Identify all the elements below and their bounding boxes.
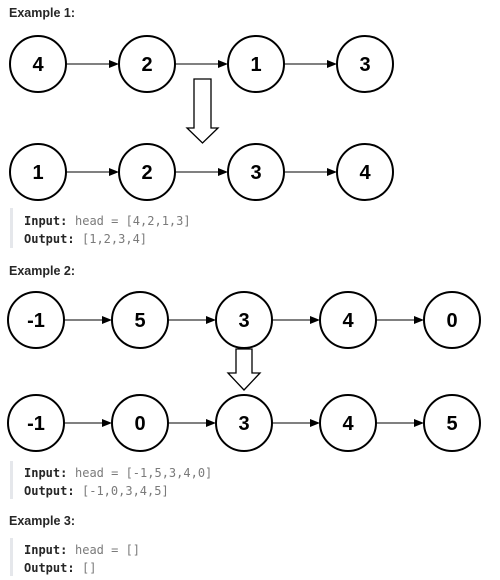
example-1-title: Example 1: bbox=[9, 6, 75, 20]
example-1-after-node-circle bbox=[118, 143, 176, 201]
example-1-before-node-circle bbox=[9, 35, 67, 93]
example-2-before-node: -1 bbox=[7, 291, 65, 349]
example-1-before-node: 4 bbox=[9, 35, 67, 93]
example-2-before-node-value: 3 bbox=[238, 310, 249, 332]
example-1-io-bar bbox=[10, 208, 13, 248]
example-2-after-node-circle bbox=[7, 394, 65, 452]
example-1-before-node-circle bbox=[336, 35, 394, 93]
example-3: Example 3: Input: head = [] Output: [] bbox=[9, 514, 140, 576]
example-2-before-node: 4 bbox=[319, 291, 377, 349]
example-1-before-next-arrow-icon bbox=[284, 60, 337, 68]
example-2-before-node-value: 4 bbox=[342, 310, 354, 332]
example-1-after-node-value: 3 bbox=[250, 162, 261, 184]
example-1-after-node: 2 bbox=[118, 143, 176, 201]
example-1-after-node: 4 bbox=[336, 143, 394, 201]
example-3-output-value: [] bbox=[82, 561, 96, 575]
example-2-io-bar bbox=[10, 461, 13, 499]
example-3-output-label: Output: bbox=[24, 561, 75, 575]
example-1-before-node: 3 bbox=[336, 35, 394, 93]
example-3-input-label: Input: bbox=[24, 543, 67, 557]
example-2-after-node: 0 bbox=[111, 394, 169, 452]
example-1-after-next-arrow-icon bbox=[66, 168, 119, 176]
example-2-after-node: 4 bbox=[319, 394, 377, 452]
example-1-before-node: 2 bbox=[118, 35, 176, 93]
example-2-before-node-value: 0 bbox=[446, 310, 457, 332]
example-2-after-node-circle bbox=[111, 394, 169, 452]
example-1: Example 1: 4 2 1 3 1 2 3 4 Input: head = [4,2,… bbox=[9, 6, 394, 248]
example-1-after-node-circle bbox=[336, 143, 394, 201]
example-2-after-next-arrow-icon bbox=[376, 419, 424, 427]
example-1-after-node-circle bbox=[227, 143, 285, 201]
example-2-after-node-value: 3 bbox=[238, 413, 249, 435]
example-2-after-node-value: 5 bbox=[446, 413, 457, 435]
example-1-before-next-arrow-icon bbox=[175, 60, 228, 68]
example-2-before-node-value: -1 bbox=[27, 310, 45, 332]
example-1-output-value: [1,2,3,4] bbox=[82, 232, 147, 246]
example-2-after-node-circle bbox=[423, 394, 481, 452]
example-2-before-next-arrow-icon bbox=[376, 316, 424, 324]
example-2-before-node-circle bbox=[423, 291, 481, 349]
example-2-after-node: 5 bbox=[423, 394, 481, 452]
example-2-after-node-value: 4 bbox=[342, 413, 354, 435]
example-2-after-node-value: -1 bbox=[27, 413, 45, 435]
example-2-before-node-circle bbox=[111, 291, 169, 349]
example-2-before-node: 3 bbox=[215, 291, 273, 349]
example-1-before-node-value: 4 bbox=[32, 54, 44, 76]
example-3-io-bar bbox=[10, 538, 13, 576]
example-1-before-node-value: 3 bbox=[359, 54, 370, 76]
example-2-input-value: head = [-1,5,3,4,0] bbox=[75, 466, 212, 480]
example-2-after-node-circle bbox=[215, 394, 273, 452]
example-1-after-node-value: 4 bbox=[359, 162, 371, 184]
example-1-before-node-value: 2 bbox=[141, 54, 152, 76]
example-2-after-node: -1 bbox=[7, 394, 65, 452]
example-1-output-label: Output: bbox=[24, 232, 75, 246]
example-2-output-label: Output: bbox=[24, 484, 75, 498]
example-2-before-node-circle bbox=[319, 291, 377, 349]
example-2-before-node: 0 bbox=[423, 291, 481, 349]
example-2-after-node: 3 bbox=[215, 394, 273, 452]
example-1-after-node-circle bbox=[9, 143, 67, 201]
example-3-input-value: head = [] bbox=[75, 543, 140, 557]
example-2-before-next-arrow-icon bbox=[272, 316, 320, 324]
example-2-after-node-circle bbox=[319, 394, 377, 452]
example-1-before-node-circle bbox=[227, 35, 285, 93]
example-2-title: Example 2: bbox=[9, 264, 75, 278]
example-2-input-label: Input: bbox=[24, 466, 67, 480]
example-2-before-node-circle bbox=[7, 291, 65, 349]
example-1-input-value: head = [4,2,1,3] bbox=[75, 214, 191, 228]
example-1-after-next-arrow-icon bbox=[284, 168, 337, 176]
example-1-after-node: 3 bbox=[227, 143, 285, 201]
example-1-before-node-value: 1 bbox=[250, 54, 261, 76]
example-1-before-next-arrow-icon bbox=[66, 60, 119, 68]
example-3-title: Example 3: bbox=[9, 514, 75, 528]
example-1-before-node-circle bbox=[118, 35, 176, 93]
example-2-after-list: -1 0 3 4 5 bbox=[7, 394, 481, 452]
example-1-transform-arrow-icon bbox=[185, 78, 220, 144]
example-2-before-node: 5 bbox=[111, 291, 169, 349]
example-1-before-list: 4 2 1 3 bbox=[9, 35, 394, 93]
example-1-after-node-value: 2 bbox=[141, 162, 152, 184]
example-1-before-node: 1 bbox=[227, 35, 285, 93]
example-2: Example 2: -1 5 3 4 0 -1 0 3 4 5 Input: head = [… bbox=[7, 264, 481, 499]
example-2-before-next-arrow-icon bbox=[168, 316, 216, 324]
example-1-input-label: Input: bbox=[24, 214, 67, 228]
example-2-output-value: [-1,0,3,4,5] bbox=[82, 484, 169, 498]
example-2-after-next-arrow-icon bbox=[64, 419, 112, 427]
example-1-after-next-arrow-icon bbox=[175, 168, 228, 176]
example-1-after-node: 1 bbox=[9, 143, 67, 201]
example-2-after-next-arrow-icon bbox=[272, 419, 320, 427]
example-1-after-list: 1 2 3 4 bbox=[9, 143, 394, 201]
example-2-transform-arrow-icon bbox=[226, 348, 262, 391]
example-2-before-node-value: 5 bbox=[134, 310, 145, 332]
example-1-after-node-value: 1 bbox=[32, 162, 43, 184]
example-2-before-node-circle bbox=[215, 291, 273, 349]
example-2-after-next-arrow-icon bbox=[168, 419, 216, 427]
example-2-before-next-arrow-icon bbox=[64, 316, 112, 324]
example-2-after-node-value: 0 bbox=[134, 413, 145, 435]
example-2-before-list: -1 5 3 4 0 bbox=[7, 291, 481, 349]
